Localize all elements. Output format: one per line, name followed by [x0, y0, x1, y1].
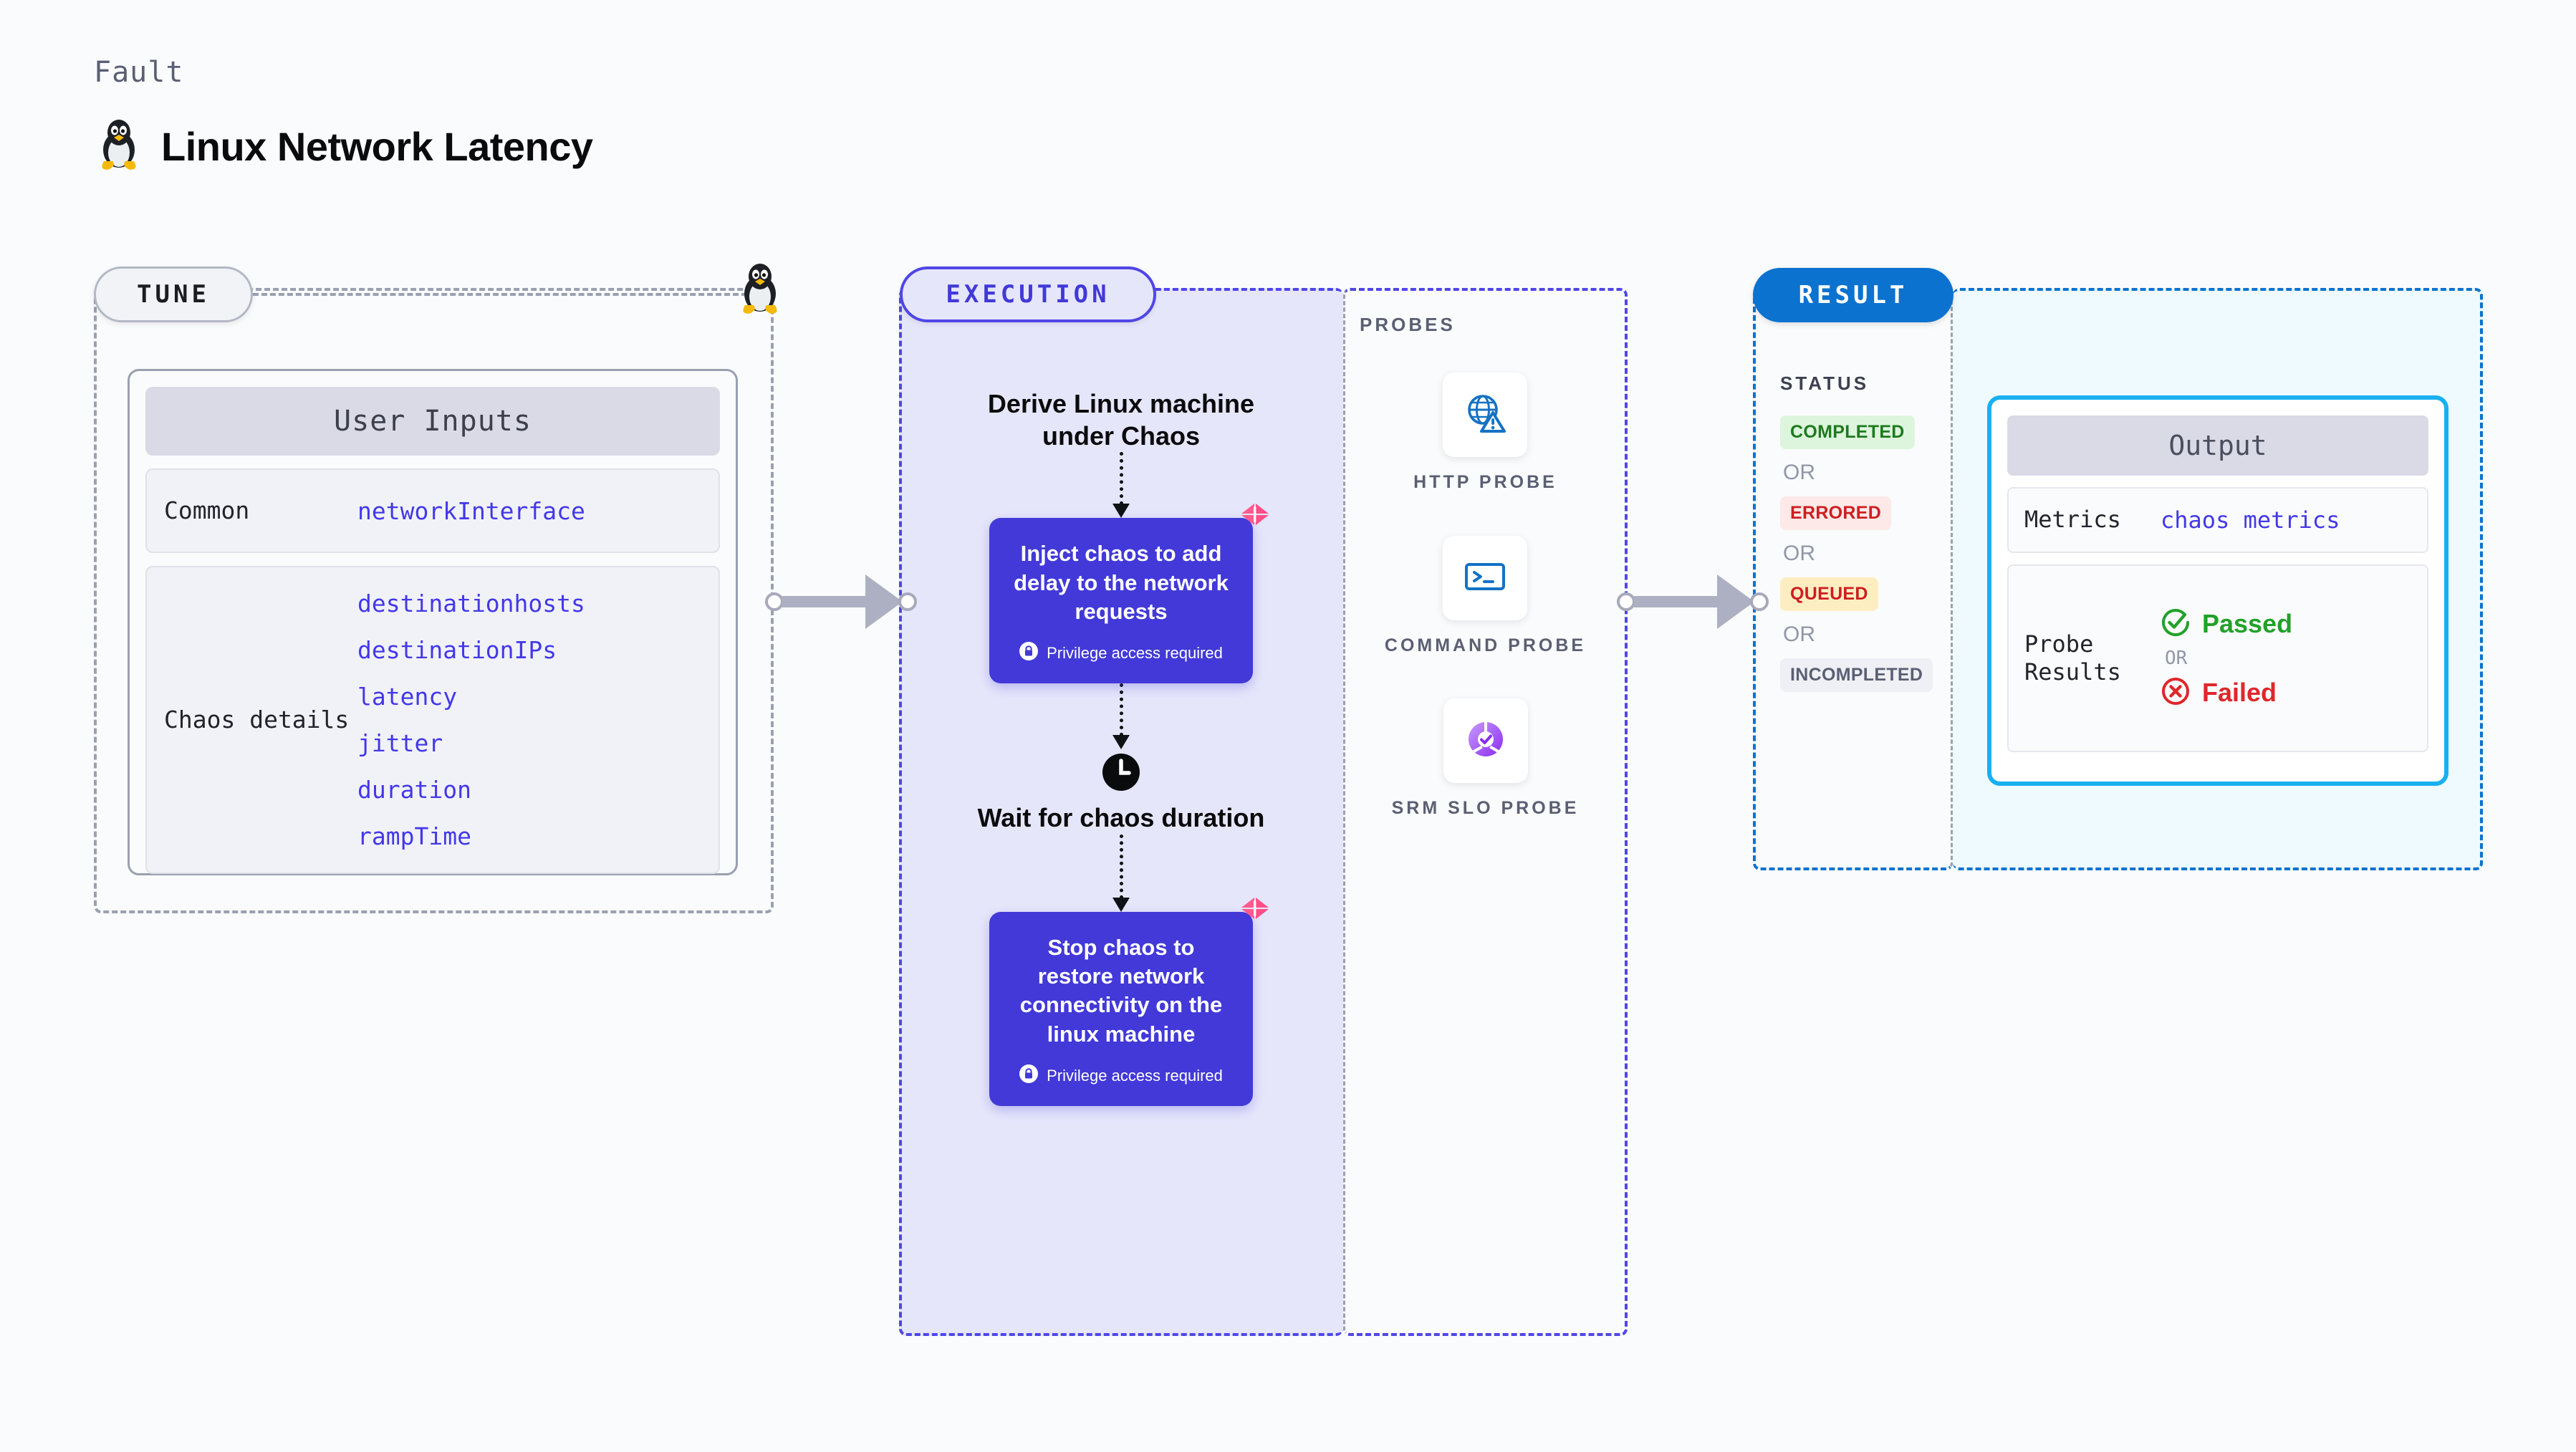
step-stop-text: Stop chaos to restore network connectivi…	[1019, 934, 1223, 1047]
passed-label: Passed	[2202, 609, 2293, 638]
harness-logo-icon	[1239, 502, 1272, 537]
privilege-note-text: Privilege access required	[1047, 1066, 1223, 1085]
probe-result-or: OR	[2165, 648, 2188, 669]
output-metrics-key: Metrics	[2024, 506, 2121, 534]
tune-row-values: destinationhosts destinationIPs latency …	[357, 590, 585, 850]
result-pill[interactable]: RESULT	[1753, 268, 1953, 322]
arrow-head	[865, 574, 903, 629]
probe-item-command[interactable]: COMMAND PROBE	[1384, 535, 1587, 659]
step-derive-label: Derive Linux machine under Chaos	[987, 389, 1255, 451]
connector-arrowhead	[1112, 504, 1130, 519]
tune-value[interactable]: jitter	[357, 729, 443, 757]
x-circle-icon	[2161, 676, 2191, 709]
privilege-note: Privilege access required	[1008, 642, 1234, 665]
probes-zone	[1343, 288, 1628, 1336]
tune-value[interactable]: destinationhosts	[357, 590, 585, 617]
privilege-note: Privilege access required	[1008, 1064, 1234, 1087]
terminal-prompt-icon	[1461, 553, 1509, 603]
user-inputs-title: User Inputs	[145, 387, 720, 456]
step-inject-chaos-card[interactable]: Inject chaos to add delay to the network…	[989, 504, 1269, 684]
tune-row-key: Common	[164, 496, 250, 524]
tune-row-values: networkInterface	[357, 497, 585, 525]
connector-arrowhead	[1112, 735, 1130, 750]
tune-pill[interactable]: TUNE	[94, 266, 253, 322]
tune-row-key: Chaos details	[164, 705, 350, 734]
arrow-start-dot	[1617, 592, 1635, 611]
probes-section-label: PROBES	[1360, 314, 1456, 335]
connector-line	[1119, 834, 1123, 899]
page-title-row: Linux Network Latency	[97, 118, 593, 174]
check-circle-icon	[2161, 607, 2191, 640]
lock-icon	[1019, 1064, 1039, 1087]
probe-tile	[1443, 372, 1528, 457]
step-wait-label: Wait for chaos duration	[977, 803, 1265, 833]
step-inject-text: Inject chaos to add delay to the network…	[1014, 541, 1229, 624]
output-title: Output	[2007, 415, 2428, 476]
flow-connector-1	[1112, 452, 1130, 519]
status-badge-completed: COMPLETED	[1780, 415, 1915, 449]
arrow-shaft	[1634, 596, 1719, 607]
output-row-metrics: Metrics chaos metrics	[2007, 487, 2428, 553]
user-inputs-card: User Inputs Common networkInterface Chao…	[128, 369, 738, 875]
tune-dashed-connector	[253, 293, 747, 296]
execution-flow: Derive Linux machine under Chaos Inject …	[899, 288, 1343, 1336]
output-card: Output Metrics chaos metrics Probe Resul…	[1987, 395, 2448, 786]
execution-pill[interactable]: EXECUTION	[900, 266, 1156, 322]
output-probe-results-key: Probe Results	[2024, 630, 2121, 686]
probe-label: SRM SLO PROBE	[1391, 798, 1580, 818]
tune-row-common: Common networkInterface	[145, 468, 720, 553]
tune-value[interactable]: rampTime	[357, 822, 471, 850]
flow-connector-3	[1112, 834, 1130, 912]
output-metrics-value[interactable]: chaos metrics	[2161, 506, 2340, 534]
status-badge-queued: QUEUED	[1780, 577, 1878, 611]
arrow-execution-to-result	[1617, 574, 1769, 629]
status-section-label: STATUS	[1780, 372, 1870, 394]
lock-icon	[1019, 642, 1039, 665]
linux-penguin-marker-icon	[738, 262, 782, 318]
status-list: COMPLETED OR ERRORED OR QUEUED OR INCOMP…	[1780, 415, 1933, 692]
probe-tile	[1443, 698, 1528, 783]
privilege-note-text: Privilege access required	[1047, 644, 1223, 663]
probe-item-http[interactable]: HTTP PROBE	[1413, 372, 1557, 496]
globe-warning-icon	[1461, 390, 1509, 440]
probe-label: COMMAND PROBE	[1384, 635, 1587, 655]
probe-result-passed: Passed	[2161, 607, 2292, 640]
probe-item-srm-slo[interactable]: SRM SLO PROBE	[1392, 698, 1580, 822]
tune-value[interactable]: destinationIPs	[357, 636, 557, 664]
tune-value[interactable]: latency	[357, 683, 458, 711]
status-or-3: OR	[1783, 622, 1815, 646]
tune-row-chaos-details: Chaos details destinationhosts destinati…	[145, 566, 720, 874]
arrow-shaft	[782, 596, 867, 607]
clock-icon	[1101, 752, 1141, 795]
output-row-probe-results: Probe Results Passed OR	[2007, 564, 2428, 752]
arrow-end-dot	[898, 592, 917, 611]
status-badge-errored: ERRORED	[1780, 496, 1892, 530]
page-kicker: Fault	[94, 56, 184, 89]
probe-result-failed: Failed	[2161, 676, 2292, 709]
flow-connector-2	[1112, 683, 1130, 750]
srm-slo-donut-check-icon	[1462, 716, 1509, 766]
harness-logo-icon	[1239, 896, 1272, 931]
status-badge-incompleted: INCOMPLETED	[1780, 658, 1933, 692]
step-stop-chaos-card[interactable]: Stop chaos to restore network connectivi…	[989, 897, 1269, 1106]
failed-label: Failed	[2202, 678, 2277, 707]
arrow-head	[1717, 574, 1754, 629]
tune-value[interactable]: duration	[357, 776, 471, 804]
probe-label: HTTP PROBE	[1413, 472, 1557, 492]
arrow-tune-to-execution	[765, 574, 917, 629]
probe-result-values: Passed OR Failed	[2161, 607, 2292, 709]
connector-arrowhead	[1112, 897, 1130, 912]
probe-tile	[1443, 535, 1528, 620]
arrow-end-dot	[1750, 592, 1769, 611]
connector-line	[1119, 683, 1123, 737]
page-title: Linux Network Latency	[161, 123, 593, 169]
status-or-2: OR	[1783, 542, 1815, 565]
tune-value[interactable]: networkInterface	[357, 496, 585, 525]
probes-list: HTTP PROBE COMMAND PROBE	[1343, 372, 1628, 822]
status-or-1: OR	[1783, 461, 1815, 484]
connector-line	[1119, 452, 1123, 506]
linux-penguin-icon	[97, 118, 141, 174]
arrow-start-dot	[765, 592, 784, 611]
